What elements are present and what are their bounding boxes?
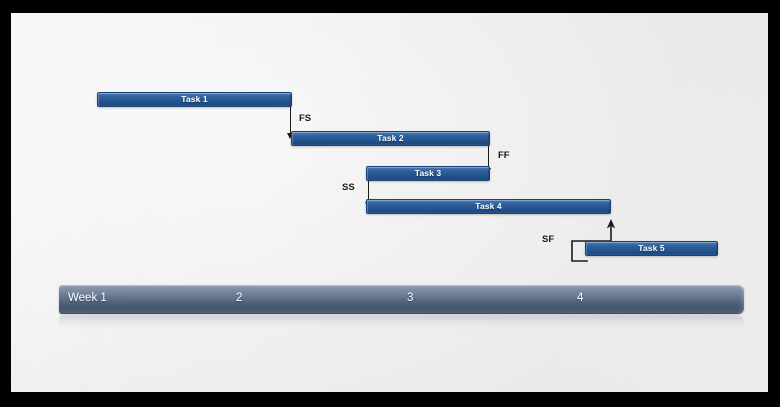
task-bar-1[interactable]: Task 1 bbox=[97, 92, 292, 107]
task-bar-2[interactable]: Task 2 bbox=[291, 131, 490, 146]
dependency-line-ff bbox=[488, 145, 490, 170]
task-bar-2-label: Task 2 bbox=[377, 133, 404, 144]
task-bar-5[interactable]: Task 5 bbox=[585, 241, 718, 256]
dependency-label-ff: FF bbox=[498, 150, 510, 161]
slide-canvas: Task 1 Task 2 Task 3 Task 4 Task 5 FS FF bbox=[11, 13, 768, 392]
task-bar-4-label: Task 4 bbox=[475, 201, 502, 212]
dependency-line-sf bbox=[571, 226, 612, 262]
dependency-arrowhead-sf bbox=[606, 219, 616, 229]
timeline-tick-week-2: 2 bbox=[236, 292, 243, 304]
dependency-label-ss: SS bbox=[342, 182, 355, 193]
timeline-reflection bbox=[59, 316, 744, 332]
timeline-tick-week-1: Week 1 bbox=[68, 292, 107, 304]
timeline-bar[interactable]: Week 1 2 3 4 bbox=[59, 285, 744, 314]
task-bar-3-label: Task 3 bbox=[414, 168, 442, 179]
dependency-label-sf: SF bbox=[542, 234, 555, 245]
timeline-tick-week-3: 3 bbox=[407, 292, 414, 304]
task-bar-4[interactable]: Task 4 bbox=[366, 199, 611, 214]
task-bar-1-label: Task 1 bbox=[181, 94, 208, 105]
task-bar-3[interactable]: Task 3 bbox=[366, 166, 490, 181]
task-bar-5-label: Task 5 bbox=[638, 243, 665, 254]
dependency-line-ss bbox=[368, 180, 370, 204]
timeline-tick-week-4: 4 bbox=[577, 292, 584, 304]
dependency-arrowhead-fs bbox=[286, 133, 293, 139]
dependency-line-fs bbox=[290, 106, 292, 135]
dependency-connector-sf bbox=[571, 219, 616, 262]
gantt-chart: Task 1 Task 2 Task 3 Task 4 Task 5 FS FF bbox=[11, 13, 768, 392]
dependency-label-fs: FS bbox=[299, 113, 312, 124]
timeline-gradient-overlay bbox=[59, 285, 744, 314]
